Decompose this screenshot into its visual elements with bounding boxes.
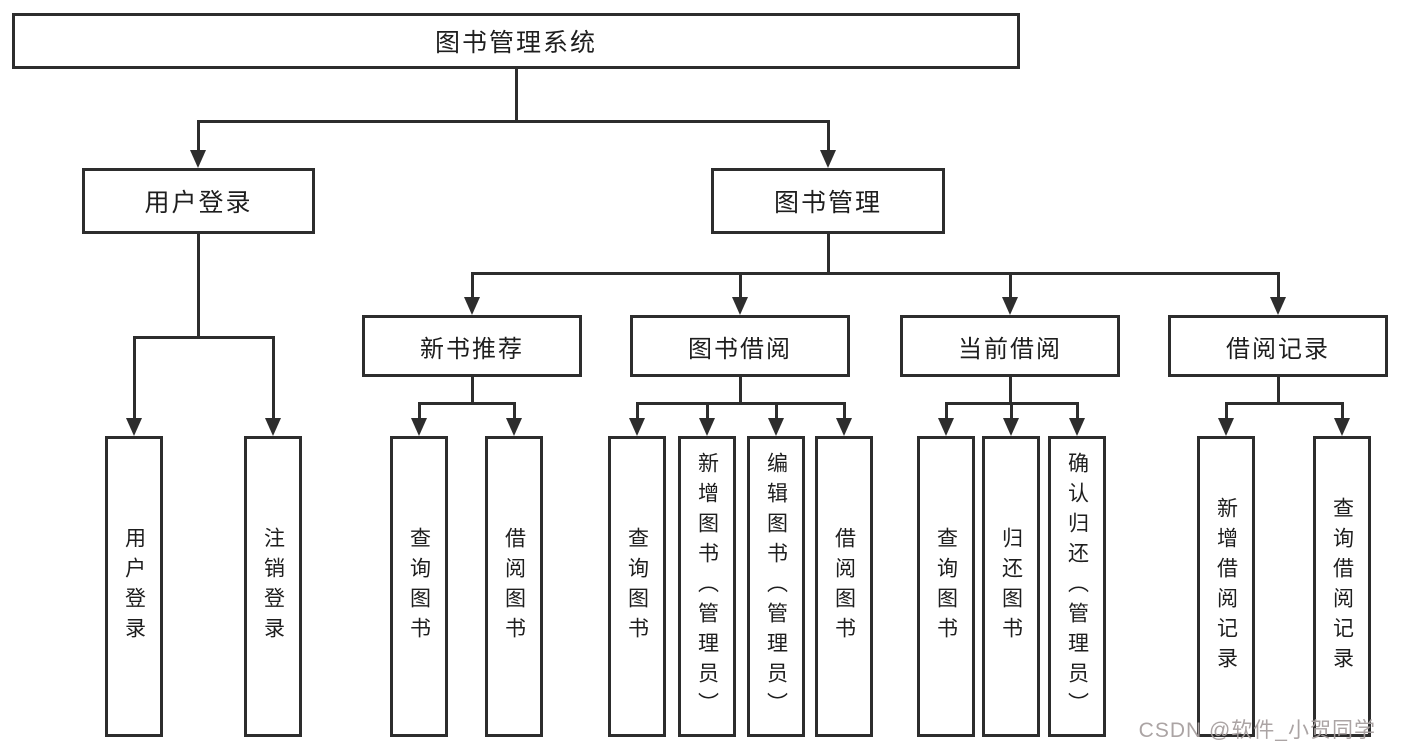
arrowhead-down-icon [1002,297,1018,315]
connector-horizontal-line [132,335,275,339]
node-leaf-query-book-current: 查询图书 [917,436,975,737]
arrowhead-down-icon [1218,418,1234,436]
node-label: 借阅记录 [1226,335,1330,363]
connector-vertical-line [738,377,742,403]
arrow-stem [1276,273,1280,298]
node-leaf-borrow-book-recommend: 借阅图书 [485,436,543,737]
arrowhead-down-icon [464,297,480,315]
arrowhead-down-icon [265,418,281,436]
arrowhead-down-icon [190,150,206,168]
connector-horizontal-line [1224,401,1344,405]
arrowhead-down-icon [629,418,645,436]
node-leaf-edit-book-admin: 编辑图书（管理员） [747,436,805,737]
connector-horizontal-line [417,401,516,405]
node-label: 新增借阅记录 [1214,496,1238,677]
node-leaf-add-book-admin: 新增图书（管理员） [678,436,736,737]
arrowhead-down-icon [836,418,852,436]
arrowhead-down-icon [699,418,715,436]
node-leaf-add-borrow-record: 新增借阅记录 [1197,436,1255,737]
connector-horizontal-line [635,401,846,405]
connector-horizontal-line [196,119,830,123]
node-book-management: 图书管理 [711,168,945,234]
node-label: 归还图书 [999,526,1023,647]
arrowhead-down-icon [411,418,427,436]
node-label: 借阅图书 [502,526,526,647]
node-label: 确认归还（管理员） [1065,451,1089,722]
arrow-stem [826,121,830,151]
arrow-stem [1009,403,1013,419]
arrow-stem [196,121,200,151]
arrow-stem [944,403,948,419]
connector-vertical-line [1276,377,1280,403]
node-label: 当前借阅 [958,335,1062,363]
arrowhead-down-icon [820,150,836,168]
arrowhead-down-icon [938,418,954,436]
arrow-stem [271,337,275,419]
node-label: 用户登录 [122,526,146,647]
arrow-stem [417,403,421,419]
node-label: 查询借阅记录 [1330,496,1354,677]
arrowhead-down-icon [732,297,748,315]
node-label: 查询图书 [934,526,958,647]
arrow-stem [1340,403,1344,419]
node-leaf-confirm-return-admin: 确认归还（管理员） [1048,436,1106,737]
node-leaf-return-book: 归还图书 [982,436,1040,737]
arrow-stem [635,403,639,419]
node-leaf-query-book-borrowing: 查询图书 [608,436,666,737]
node-label: 查询图书 [625,526,649,647]
node-label: 编辑图书（管理员） [764,451,788,722]
arrowhead-down-icon [1334,418,1350,436]
connector-vertical-line [514,69,518,121]
node-current-borrowing: 当前借阅 [900,315,1120,377]
arrowhead-down-icon [126,418,142,436]
node-leaf-query-borrow-record: 查询借阅记录 [1313,436,1371,737]
node-label: 注销登录 [261,526,285,647]
node-new-book-recommend: 新书推荐 [362,315,582,377]
node-borrow-records: 借阅记录 [1168,315,1388,377]
node-label: 图书管理系统 [434,29,597,57]
arrow-stem [132,337,136,419]
arrowhead-down-icon [1270,297,1286,315]
node-label: 查询图书 [407,526,431,647]
arrow-stem [1008,273,1012,298]
connector-vertical-line [826,234,830,273]
arrow-stem [512,403,516,419]
connector-vertical-line [1008,377,1012,403]
node-leaf-query-book-recommend: 查询图书 [390,436,448,737]
node-label: 新增图书（管理员） [695,451,719,722]
connector-vertical-line [196,234,200,337]
node-book-borrowing: 图书借阅 [630,315,850,377]
arrowhead-down-icon [506,418,522,436]
arrowhead-down-icon [1069,418,1085,436]
connector-horizontal-line [470,271,1280,275]
connector-vertical-line [470,377,474,403]
node-user-login: 用户登录 [82,168,315,234]
node-leaf-borrow-book-borrowing: 借阅图书 [815,436,873,737]
arrow-stem [842,403,846,419]
node-label: 借阅图书 [832,526,856,647]
arrow-stem [470,273,474,298]
node-label: 用户登录 [144,189,253,217]
arrow-stem [774,403,778,419]
node-leaf-logout: 注销登录 [244,436,302,737]
arrow-stem [738,273,742,298]
arrow-stem [1224,403,1228,419]
node-library-management-system: 图书管理系统 [12,13,1020,69]
arrowhead-down-icon [768,418,784,436]
arrow-stem [705,403,709,419]
node-label: 新书推荐 [420,335,524,363]
node-label: 图书管理 [773,189,882,217]
arrow-stem [1075,403,1079,419]
node-leaf-user-login: 用户登录 [105,436,163,737]
arrowhead-down-icon [1003,418,1019,436]
node-label: 图书借阅 [688,335,792,363]
